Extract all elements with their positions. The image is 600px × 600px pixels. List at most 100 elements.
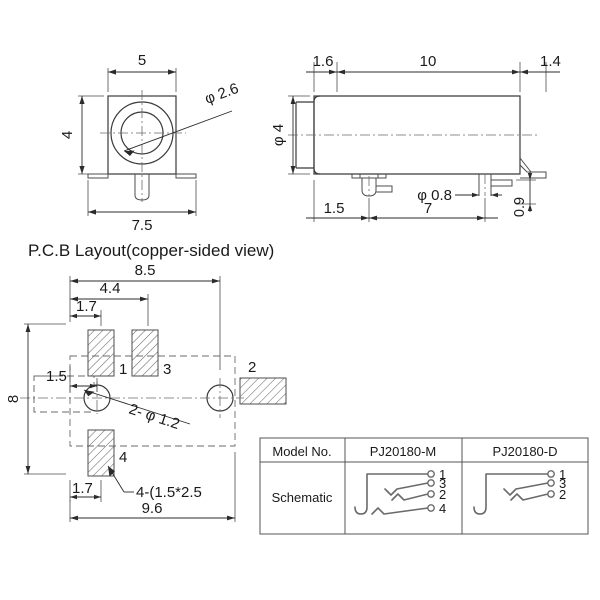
side-dim-body: 10 — [420, 53, 437, 70]
side-arrow-10-right — [512, 69, 520, 75]
side-arrow-phi08-r — [491, 192, 498, 198]
side-dim-right: 1.4 — [540, 53, 561, 70]
pcb-arrow-17b-r — [94, 494, 101, 500]
pcb-leader-holes — [83, 389, 191, 425]
front-arrow-75-right — [188, 209, 196, 215]
front-arrow-4-top — [79, 96, 85, 104]
pcb-dim-pad-bottom: 1.7 — [72, 480, 93, 497]
front-arrow-5-left — [108, 69, 116, 75]
side-end-tab-angle — [519, 157, 532, 173]
side-arrow-phi4-bot — [290, 166, 296, 174]
schematic-d-switch-3 — [503, 482, 549, 496]
pcb-arrow-17t-l — [70, 313, 77, 319]
pcb-arrow-8-t — [25, 324, 31, 332]
side-arrow-phi08-l — [472, 192, 479, 198]
pcb-note-pads: 4-(1.5*2.5 — [136, 484, 202, 501]
schematic-m-pin-1: 1 — [439, 467, 446, 482]
pcb-dim-mid-top: 4.4 — [100, 280, 121, 297]
front-leader-arrow — [124, 150, 135, 156]
pcb-layout-title: P.C.B Layout(copper-sided view) — [28, 241, 274, 260]
front-arrow-4-bot — [79, 166, 85, 174]
pcb-arrow-15-l — [70, 383, 77, 389]
schematic-m-switch-3 — [384, 482, 429, 496]
schematic-m-pin-3: 3 — [439, 476, 446, 491]
side-pin-right-tab — [491, 179, 513, 187]
schematic-d-pin-2-dot — [547, 490, 555, 498]
side-arrow-7-right — [477, 215, 485, 221]
schematic-m-pin-1-dot — [427, 470, 435, 478]
schematic-m-pin-2: 2 — [439, 487, 446, 502]
front-arrow-5-right — [168, 69, 176, 75]
pcb-arrow-17b-l — [70, 494, 77, 500]
side-dim-pin-dia: φ 0.8 — [417, 187, 452, 204]
side-dim-tab-height: 0.9 — [512, 197, 528, 217]
schematic-d-switch-2 — [510, 493, 549, 501]
side-dim-diameter: φ 4 — [270, 124, 287, 146]
table-header-d: PJ20180-D — [492, 444, 557, 459]
side-arrow-16 — [329, 69, 337, 75]
front-dim-width-top: 5 — [138, 52, 146, 69]
front-dim-height-left: 4 — [59, 131, 76, 139]
side-pin-left-tab — [376, 185, 393, 193]
side-arrow-09-t — [527, 173, 533, 180]
schematic-d-pin-3: 3 — [559, 476, 566, 491]
side-dim-left: 1.6 — [313, 53, 334, 70]
pcb-arrow-8-b — [25, 466, 31, 474]
pcb-arrow-96-r — [227, 515, 235, 521]
pcb-pad-label-2: 2 — [248, 359, 256, 376]
pcb-pad-2 — [239, 377, 287, 405]
schematic-m: 1 3 2 4 — [354, 467, 446, 516]
pcb-dim-total-top: 8.5 — [135, 262, 156, 279]
front-dim-width-bottom: 7.5 — [132, 217, 153, 234]
schematic-m-pin-3-dot — [427, 479, 435, 487]
side-dim-pin-offset: 1.5 — [324, 200, 345, 217]
side-view: 1.6 10 1.4 φ 4 1.5 7 φ 0.8 0.9 — [270, 53, 561, 222]
schematic-m-pin-2-dot — [427, 490, 435, 498]
pcb-leader-pads-arrow — [108, 466, 115, 477]
pcb-pad-label-1: 1 — [119, 361, 127, 378]
pcb-arrow-85-l — [70, 278, 78, 284]
front-arrow-75-left — [88, 209, 96, 215]
schematic-d-pin-2: 2 — [559, 487, 566, 502]
schematic-d-pin-3-dot — [547, 479, 555, 487]
table-header-m: PJ20180-M — [370, 444, 436, 459]
pcb-pad-1 — [87, 329, 115, 377]
front-leader-hole — [123, 110, 233, 152]
pcb-dim-left-height: 8 — [5, 395, 22, 403]
pcb-pad-label-3: 3 — [163, 361, 171, 378]
pcb-arrow-44-r — [140, 296, 148, 302]
schematic-m-pin-4-dot — [427, 504, 435, 512]
pcb-arrow-96-l — [70, 515, 78, 521]
schematic-d: 1 3 2 — [473, 467, 566, 515]
model-table: Model No. PJ20180-M PJ20180-D Schematic … — [259, 437, 589, 535]
side-arrow-09-b — [527, 204, 533, 211]
side-arrow-phi4-top — [290, 96, 296, 104]
pcb-arrow-17t-r — [94, 313, 101, 319]
schematic-d-pin-1-dot — [547, 470, 555, 478]
pcb-leader-holes-arrow — [84, 390, 95, 397]
side-arrow-7-left — [369, 215, 377, 221]
side-arrow-10-left — [337, 69, 345, 75]
pcb-arrow-15-r — [90, 383, 97, 389]
pcb-dim-pad-top: 1.7 — [76, 298, 97, 315]
pcb-arrow-85-r — [212, 278, 220, 284]
schematic-m-pin-4: 4 — [439, 501, 446, 516]
side-pin-right-body — [478, 174, 492, 196]
side-end-tab — [519, 164, 547, 179]
schematic-m-common-rail — [354, 473, 429, 515]
side-arrow-15 — [361, 215, 369, 221]
pcb-dim-inner-left: 1.5 — [46, 368, 67, 385]
side-dim-pin-span: 7 — [424, 200, 432, 217]
pcb-pad-label-4: 4 — [119, 449, 127, 466]
schematic-d-common-rail — [473, 473, 549, 515]
pcb-dim-total-bottom: 9.6 — [142, 500, 163, 517]
side-arrow-14 — [520, 69, 528, 75]
table-row-label-schematic: Schematic — [272, 490, 333, 505]
table-header-model: Model No. — [272, 444, 331, 459]
schematic-m-switch-4 — [371, 507, 429, 515]
schematic-m-switch-2 — [391, 493, 429, 501]
schematic-d-pin-1: 1 — [559, 467, 566, 482]
pcb-pad-3 — [131, 329, 159, 377]
